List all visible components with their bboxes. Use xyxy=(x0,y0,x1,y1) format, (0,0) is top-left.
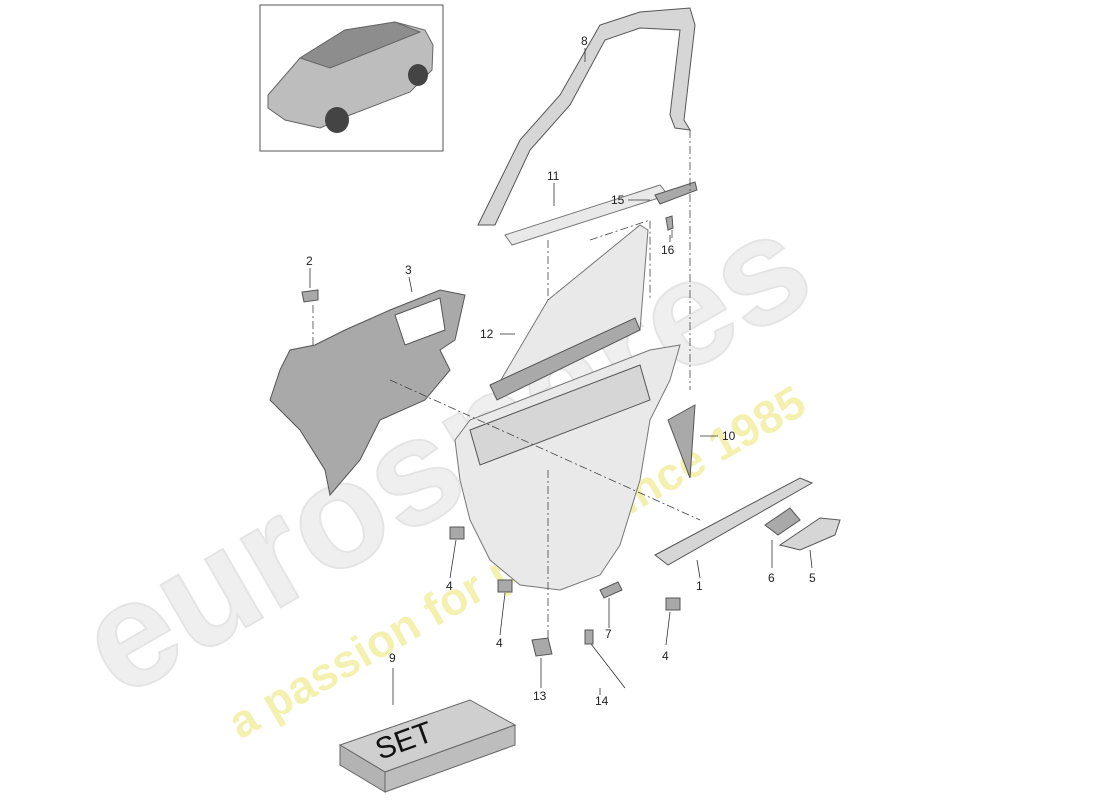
callout-13: 13 xyxy=(533,689,547,703)
callout-6: 6 xyxy=(768,571,775,585)
part-10-cover xyxy=(667,404,696,479)
callout-11: 11 xyxy=(547,169,560,183)
car-wheel xyxy=(408,64,428,86)
part-4-clip xyxy=(665,597,681,611)
callout-14: 14 xyxy=(595,694,609,708)
watermark: eurospares a passion for parts since 198… xyxy=(51,177,837,749)
part-5-handle xyxy=(778,517,841,551)
part-13-bracket xyxy=(531,637,553,657)
car-wheel xyxy=(325,107,349,133)
callout-3: 3 xyxy=(405,263,412,277)
callout-15: 15 xyxy=(611,193,625,207)
callout-10: 10 xyxy=(722,429,736,443)
part-4-clip xyxy=(449,526,465,540)
callout-9: 9 xyxy=(389,651,396,665)
part-6-trim xyxy=(764,507,801,536)
callout-4: 4 xyxy=(446,579,453,593)
vehicle-thumbnail xyxy=(259,4,444,152)
callout-16: 16 xyxy=(661,243,675,257)
part-16-clip xyxy=(665,215,674,231)
part-2-clip xyxy=(301,289,319,303)
part-1-armrest-trim xyxy=(654,477,814,566)
part-7-bracket xyxy=(599,581,623,599)
assembly-lines xyxy=(312,130,701,640)
part-15-bracket xyxy=(654,181,698,205)
callout-12: 12 xyxy=(480,327,494,341)
callout-7: 7 xyxy=(605,627,612,641)
callouts: 1 2 3 4 4 4 5 6 7 8 9 10 11 12 13 14 15 … xyxy=(306,34,816,708)
leader-lines xyxy=(309,48,813,705)
part-4-clip xyxy=(497,579,513,593)
callout-5: 5 xyxy=(809,571,816,585)
part-8-window-frame xyxy=(477,7,696,226)
callout-4: 4 xyxy=(662,649,669,663)
part-9-set-box: SET xyxy=(338,699,517,793)
callout-8: 8 xyxy=(581,34,588,48)
callout-2: 2 xyxy=(306,254,313,268)
part-14-cable xyxy=(587,639,626,689)
callout-4: 4 xyxy=(496,636,503,650)
callout-1: 1 xyxy=(696,579,703,593)
